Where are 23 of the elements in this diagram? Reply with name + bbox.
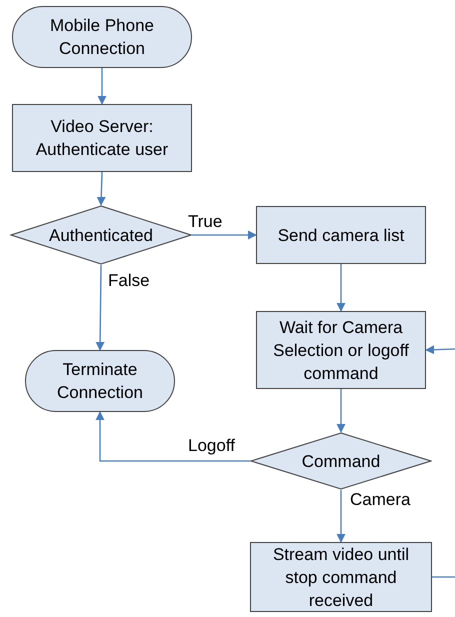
arrow [336, 389, 346, 433]
decision-diamond [250, 432, 432, 490]
arrow [336, 264, 346, 312]
arrow [96, 172, 106, 206]
edge-label: Logoff [186, 436, 237, 456]
process-box [256, 311, 426, 389]
node-text: Wait for Camera Selection or logoff command [272, 316, 410, 384]
arrow [96, 265, 105, 351]
arrow [98, 68, 106, 105]
node-text: Send camera list [278, 224, 404, 246]
arrow [96, 411, 250, 462]
arrow [425, 345, 455, 354]
arrow [336, 490, 346, 543]
process-box [12, 104, 192, 172]
node-text: Authenticated [49, 224, 153, 246]
process-box [256, 206, 426, 264]
process-box [250, 542, 432, 612]
arrow [192, 230, 257, 240]
node-text: Command [302, 450, 380, 472]
node-text: Terminate Connection [56, 359, 144, 404]
node-text: Stream video until stop command received [272, 544, 410, 612]
node-text: Video Server: Authenticate user [34, 116, 170, 161]
node-text: Mobile Phone Connection [49, 15, 155, 60]
